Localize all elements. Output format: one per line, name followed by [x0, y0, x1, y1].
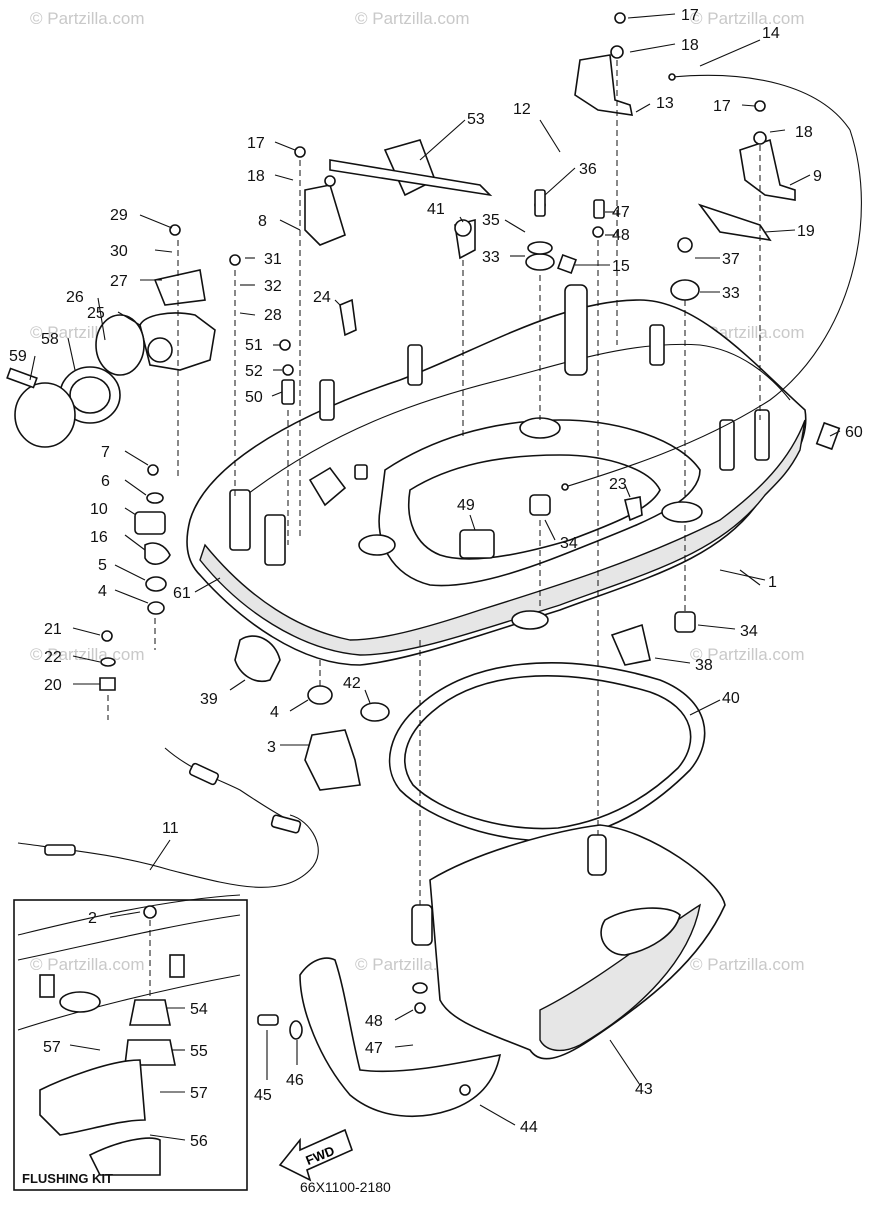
callout-40: 40 [722, 690, 740, 707]
callout-56: 56 [190, 1133, 208, 1150]
callout-9: 9 [813, 168, 822, 185]
callout-61: 61 [173, 585, 191, 602]
callout-12: 12 [513, 101, 531, 118]
callout-15: 15 [612, 258, 630, 275]
callout-28: 28 [264, 307, 282, 324]
callout-13: 13 [656, 95, 674, 112]
callout-49: 49 [457, 497, 475, 514]
forward-arrow: FWD [278, 1128, 353, 1182]
flushing-kit-label: FLUSHING KIT [22, 1171, 113, 1186]
watermark-text: © Partzilla.com [355, 9, 470, 28]
callout-48a: 48 [612, 227, 630, 244]
callout-14: 14 [762, 25, 780, 42]
callout-52: 52 [245, 363, 263, 380]
callout-22: 22 [44, 649, 62, 666]
callout-47b: 47 [365, 1040, 383, 1057]
callout-10: 10 [90, 501, 108, 518]
callout-27: 27 [110, 273, 128, 290]
throttle-cable-part [561, 73, 862, 491]
callout-57a: 57 [43, 1039, 61, 1056]
callout-3: 3 [267, 739, 276, 756]
callout-53: 53 [467, 111, 485, 128]
callout-57b: 57 [190, 1085, 208, 1102]
callout-34a: 34 [560, 535, 578, 552]
callout-44: 44 [520, 1119, 538, 1136]
callout-17c: 17 [713, 98, 731, 115]
watermark-text: © Partzilla.com [690, 955, 805, 974]
callout-7: 7 [101, 444, 110, 461]
callout-19: 19 [797, 223, 815, 240]
callout-32: 32 [264, 278, 282, 295]
remote-cable-part [17, 747, 319, 888]
callout-leaders [29, 13, 841, 1141]
callout-35: 35 [482, 212, 500, 229]
callout-6: 6 [101, 473, 110, 490]
callout-45: 45 [254, 1087, 272, 1104]
callout-24: 24 [313, 289, 331, 306]
callout-2: 2 [88, 910, 97, 927]
callout-26: 26 [66, 289, 84, 306]
callout-58: 58 [41, 331, 59, 348]
callout-50: 50 [245, 389, 263, 406]
callout-25: 25 [87, 305, 105, 322]
drawing-code: 66X1100-2180 [300, 1179, 391, 1195]
callout-17b: 17 [247, 135, 265, 152]
callout-46: 46 [286, 1072, 304, 1089]
watermark-text: © Partzilla.com [30, 9, 145, 28]
callout-1: 1 [768, 574, 777, 591]
callout-17a: 17 [681, 7, 699, 24]
watermarks: © Partzilla.com © Partzilla.com © Partzi… [30, 9, 805, 974]
callout-43: 43 [635, 1081, 653, 1098]
callout-18a: 18 [681, 37, 699, 54]
callout-38: 38 [695, 657, 713, 674]
callout-60: 60 [845, 424, 863, 441]
flushing-kit-frame [13, 899, 248, 1191]
callout-42: 42 [343, 675, 361, 692]
callout-54: 54 [190, 1001, 208, 1018]
callout-29: 29 [110, 207, 128, 224]
callout-8: 8 [258, 213, 267, 230]
alignment-lines [107, 60, 761, 905]
callout-16: 16 [90, 529, 108, 546]
callout-23: 23 [609, 476, 627, 493]
callout-4a: 4 [98, 583, 107, 600]
watermark-text: © Partzilla.com [690, 9, 805, 28]
callout-36: 36 [579, 161, 597, 178]
callout-31: 31 [264, 251, 282, 268]
small-parts [6, 12, 796, 1040]
callout-39: 39 [200, 691, 218, 708]
watermark-text: © Partzilla.com [690, 645, 805, 664]
callout-51: 51 [245, 337, 263, 354]
watermark-text: © Partzilla.com [30, 645, 145, 664]
callout-33a: 33 [482, 249, 500, 266]
callout-48b: 48 [365, 1013, 383, 1030]
callout-33b: 33 [722, 285, 740, 302]
callout-41: 41 [427, 201, 445, 218]
callout-34b: 34 [740, 623, 758, 640]
callout-numbers: 17 18 14 13 12 53 17 18 17 18 36 9 8 29 … [9, 7, 863, 1150]
callout-47a: 47 [612, 204, 630, 221]
callout-59: 59 [9, 348, 27, 365]
lower-cover-part [299, 957, 502, 1118]
callout-21: 21 [44, 621, 62, 638]
callout-18c: 18 [795, 124, 813, 141]
callout-4b: 4 [270, 704, 279, 721]
lower-pan-part [411, 824, 726, 1060]
callout-20: 20 [44, 677, 62, 694]
watermark-text: © Partzilla.com [30, 955, 145, 974]
callout-30: 30 [110, 243, 128, 260]
callout-11: 11 [162, 820, 179, 837]
callout-37: 37 [722, 251, 740, 268]
callout-55: 55 [190, 1043, 208, 1060]
callout-18b: 18 [247, 168, 265, 185]
flushing-kit-inset: FLUSHING KIT [13, 894, 248, 1191]
callout-5: 5 [98, 557, 107, 574]
cowling-seal-part [388, 662, 706, 842]
